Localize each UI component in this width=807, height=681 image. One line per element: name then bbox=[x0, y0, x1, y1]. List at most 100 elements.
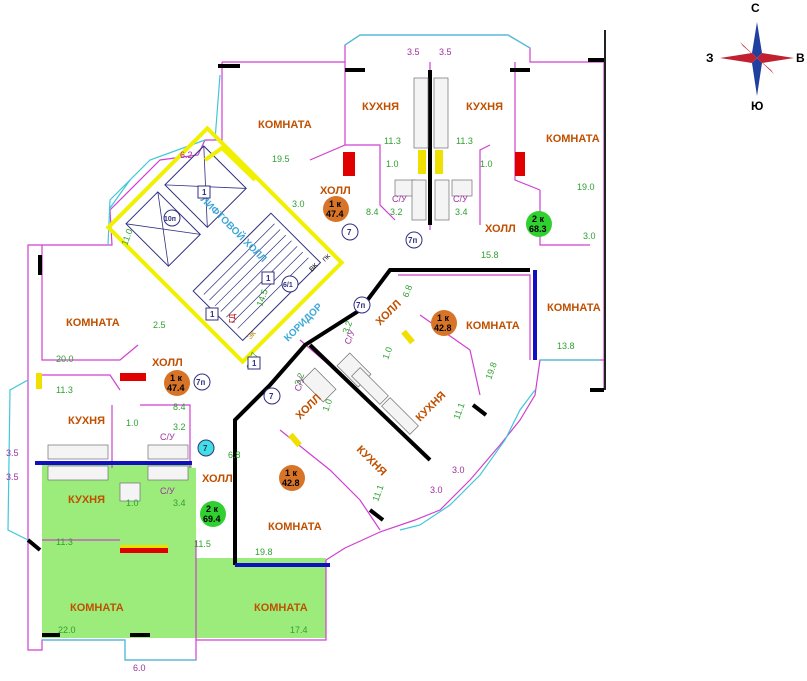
compass-north: С bbox=[751, 1, 760, 15]
svg-text:1: 1 bbox=[266, 274, 271, 283]
svg-text:42.8: 42.8 bbox=[282, 478, 300, 488]
compass-east: В bbox=[796, 51, 805, 65]
pk-label: ПК bbox=[322, 253, 332, 263]
area-value: 3.2 bbox=[173, 422, 186, 432]
room-label: ХОЛЛ bbox=[202, 473, 233, 485]
svg-text:7п: 7п bbox=[196, 378, 205, 387]
circle-marker: 7п bbox=[405, 231, 423, 249]
room-label: ХОЛЛ bbox=[374, 298, 404, 328]
bathroom-label: С/У bbox=[160, 486, 175, 496]
area-value: 11.3 bbox=[56, 537, 73, 547]
apartment-badge: 1 к 47.4 bbox=[323, 196, 349, 222]
bathroom-label: С/У bbox=[392, 194, 407, 204]
room-label: КОМНАТА bbox=[547, 302, 601, 314]
room-label: ХОЛЛ bbox=[320, 185, 351, 197]
apartment-badge: 2 к 68.3 bbox=[526, 211, 552, 237]
svg-text:1: 1 bbox=[252, 359, 257, 368]
area-value: 1.0 bbox=[126, 498, 139, 508]
svg-text:7п: 7п bbox=[356, 301, 365, 310]
circle-marker: 6/1 bbox=[281, 275, 299, 293]
area-value: 19.5 bbox=[272, 154, 290, 164]
svg-text:2 к: 2 к bbox=[532, 214, 545, 224]
apartment-badge: 1 к 42.8 bbox=[279, 465, 305, 491]
area-value: 19.8 bbox=[255, 547, 273, 557]
dimension-value: 3.5 bbox=[439, 47, 452, 57]
blue-walls bbox=[35, 270, 537, 567]
area-value: 3.2 bbox=[390, 207, 403, 217]
room-label: КОМНАТА bbox=[258, 119, 312, 131]
thick-walls bbox=[26, 58, 604, 637]
circle-marker: 7п bbox=[353, 296, 371, 314]
area-value: 1.0 bbox=[126, 418, 139, 428]
room-label: КУХНЯ bbox=[362, 101, 399, 113]
room-label: КУХНЯ bbox=[466, 101, 503, 113]
room-label: КОМНАТА bbox=[546, 133, 600, 145]
svg-text:7п: 7п bbox=[408, 236, 417, 245]
dimension-value: 6.0 bbox=[133, 663, 146, 673]
area-value: 3.0 bbox=[583, 231, 596, 241]
svg-text:42.8: 42.8 bbox=[434, 323, 452, 333]
area-value: 1.0 bbox=[380, 346, 394, 361]
lift-hall-label: ЛИФТОВОЙ ХОЛЛ bbox=[198, 193, 270, 265]
area-value: 3.4 bbox=[455, 207, 468, 217]
dimension-value: 3.0 bbox=[452, 465, 465, 475]
area-value: 17.4 bbox=[290, 625, 308, 635]
svg-text:68.3: 68.3 bbox=[529, 224, 547, 234]
area-value: 22.0 bbox=[58, 625, 76, 635]
circle-marker: 7 bbox=[197, 439, 215, 457]
area-value: 11.1 bbox=[370, 483, 385, 502]
room-label: КОМНАТА bbox=[268, 521, 322, 533]
svg-text:1: 1 bbox=[202, 188, 207, 197]
gd-label: ГД bbox=[228, 313, 237, 323]
room-label: КОМНАТА bbox=[254, 602, 308, 614]
bathroom-label: С/У bbox=[342, 328, 357, 346]
area-value: 11.3 bbox=[456, 136, 473, 146]
area-value: 8.4 bbox=[173, 402, 186, 412]
area-value: 1.0 bbox=[386, 159, 399, 169]
area-value: 11.1 bbox=[451, 401, 466, 420]
square-marker: 1 bbox=[247, 356, 261, 370]
svg-text:1 к: 1 к bbox=[437, 313, 450, 323]
ek-label: ЭК bbox=[246, 329, 258, 341]
svg-text:69.4: 69.4 bbox=[203, 514, 221, 524]
area-value: 8.4 bbox=[366, 207, 379, 217]
area-value: 3.2 bbox=[340, 320, 354, 335]
svg-text:7: 7 bbox=[269, 392, 274, 401]
room-label: КУХНЯ bbox=[68, 415, 105, 427]
circle-marker: 7 bbox=[341, 223, 359, 241]
area-value: 11.0 bbox=[119, 227, 134, 246]
room-label: КУХНЯ bbox=[68, 494, 105, 506]
windows bbox=[7, 34, 600, 661]
area-value: 14.5 bbox=[254, 288, 269, 308]
room-label: ХОЛЛ bbox=[294, 392, 324, 422]
svg-text:1 к: 1 к bbox=[285, 468, 298, 478]
dimension-value: 3.5 bbox=[407, 47, 420, 57]
room-label: КУХНЯ bbox=[354, 444, 389, 479]
area-value: 19.8 bbox=[483, 361, 498, 381]
apartment-badge: 1 к 42.8 bbox=[431, 310, 457, 336]
wall-markers bbox=[36, 150, 525, 553]
fixtures bbox=[47, 77, 473, 502]
apartment-badge: 1 к 47.4 bbox=[164, 370, 190, 396]
bathroom-label: С/У bbox=[292, 375, 307, 393]
bathroom-label: С/У bbox=[453, 194, 468, 204]
svg-text:47.4: 47.4 bbox=[326, 209, 344, 219]
vk-label: ВК bbox=[308, 262, 320, 274]
svg-text:6/1: 6/1 bbox=[283, 282, 293, 289]
area-value: 6.8 bbox=[228, 450, 241, 460]
area-value: 6.2 bbox=[180, 150, 193, 160]
area-value: 11.3 bbox=[384, 136, 401, 146]
compass-west: З bbox=[706, 51, 714, 65]
area-value: 6.8 bbox=[400, 284, 414, 299]
dimension-value: 3.0 bbox=[430, 485, 443, 495]
svg-text:1 к: 1 к bbox=[329, 199, 342, 209]
apartment-badge: 2 к 69.4 bbox=[200, 501, 226, 527]
area-value: 20.0 bbox=[56, 354, 74, 364]
area-value: 1.0 bbox=[480, 159, 493, 169]
area-value: 2.5 bbox=[153, 320, 166, 330]
area-value: 3.2 bbox=[292, 372, 306, 387]
circle-marker: 7 bbox=[263, 387, 281, 405]
compass bbox=[720, 22, 794, 96]
dimension-value: 3.5 bbox=[6, 472, 19, 482]
